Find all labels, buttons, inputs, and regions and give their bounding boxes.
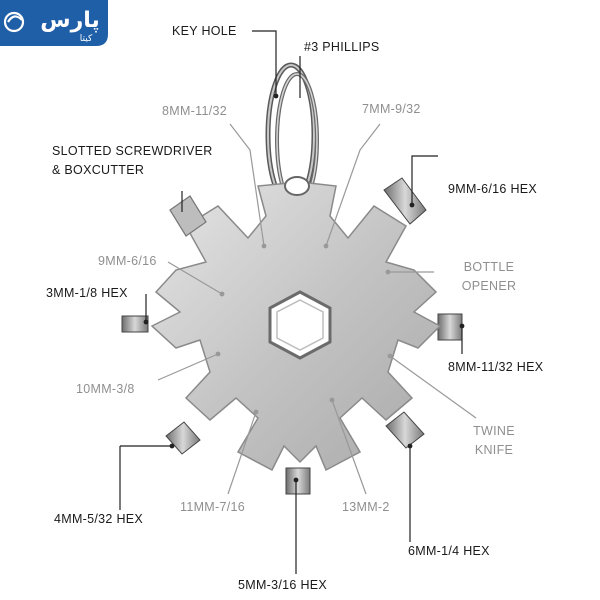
label-9mm-6-16: 9MM-6/16 (98, 254, 157, 268)
label-3mm-hex: 3MM-1/8 HEX (46, 286, 128, 300)
label-twine-line2: KNIFE (474, 443, 514, 457)
brand-logo: پارس کیتا (0, 0, 108, 46)
hex-bits (121, 177, 463, 495)
label-slotted-line2: & BOXCUTTER (52, 163, 145, 177)
label-8mm-hex: 8MM-11/32 HEX (448, 360, 544, 374)
label-key-hole: KEY HOLE (172, 24, 237, 38)
label-10mm-3-8: 10MM-3/8 (76, 382, 135, 396)
label-phillips: #3 PHILLIPS (304, 40, 380, 54)
label-bottle-line1: BOTTLE (463, 260, 515, 274)
slotted-screwdriver-tip (169, 195, 207, 237)
label-13mm-2: 13MM-2 (342, 500, 390, 514)
label-8mm-11-32: 8MM-11/32 (162, 104, 227, 118)
label-7mm-9-32: 7MM-9/32 (362, 102, 421, 116)
label-9mm-hex: 9MM-6/16 HEX (448, 182, 538, 196)
label-4mm-hex: 4MM-5/32 HEX (54, 512, 144, 526)
label-5mm-hex: 5MM-3/16 HEX (238, 578, 328, 592)
label-6mm-hex: 6MM-1/4 HEX (408, 544, 490, 558)
logo-sub-text: کیتا (80, 34, 93, 44)
logo-main-text: پارس (40, 8, 100, 33)
label-twine-line1: TWINE (473, 424, 515, 438)
label-slotted-line1: SLOTTED SCREWDRIVER (52, 144, 213, 158)
key-hole (284, 176, 310, 196)
logo-swirl-icon (3, 11, 25, 33)
label-bottle-line2: OPENER (461, 279, 517, 293)
label-11mm-7-16: 11MM-7/16 (180, 500, 245, 514)
